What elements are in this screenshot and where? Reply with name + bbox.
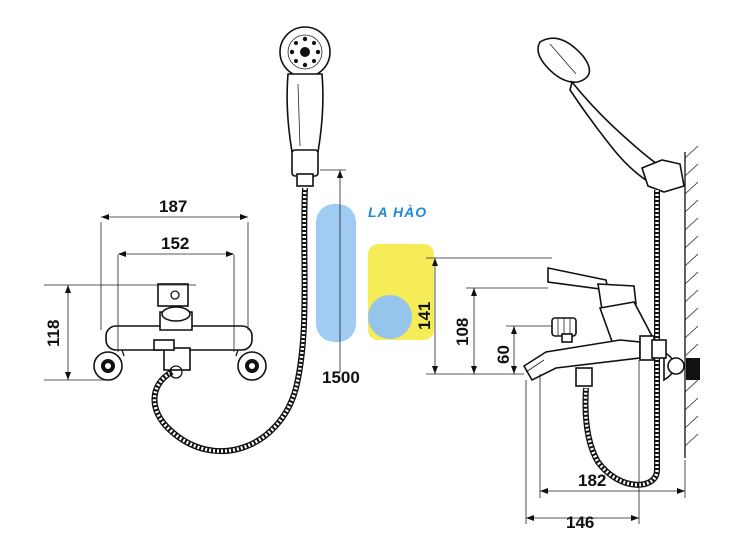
front-hose (151, 187, 308, 455)
dim-60: 60 (494, 345, 513, 364)
dim-146: 146 (566, 513, 594, 532)
dim-1500: 1500 (322, 368, 360, 387)
watermark-logo: LA HÀO (316, 204, 434, 342)
dim-187: 187 (159, 197, 187, 216)
dim-141: 141 (415, 302, 434, 330)
front-faucet-body (93, 283, 267, 381)
logo-blue-circle (368, 295, 412, 339)
front-hand-shower (279, 26, 331, 187)
side-faucet-body (522, 267, 667, 387)
dim-108: 108 (453, 318, 472, 346)
side-wall (663, 145, 700, 458)
logo-blue-bar (316, 204, 356, 342)
front-view: 187 152 118 1500 (44, 26, 360, 455)
dim-118: 118 (44, 320, 63, 347)
dim-152: 152 (161, 234, 189, 253)
dim-182: 182 (578, 471, 606, 490)
side-view: 141 108 60 182 146 (415, 37, 700, 532)
front-dimension-lines (44, 169, 346, 381)
logo-brand-text: LA HÀO (368, 204, 427, 220)
side-hand-shower (537, 37, 685, 488)
side-dimension-lines (426, 257, 686, 524)
